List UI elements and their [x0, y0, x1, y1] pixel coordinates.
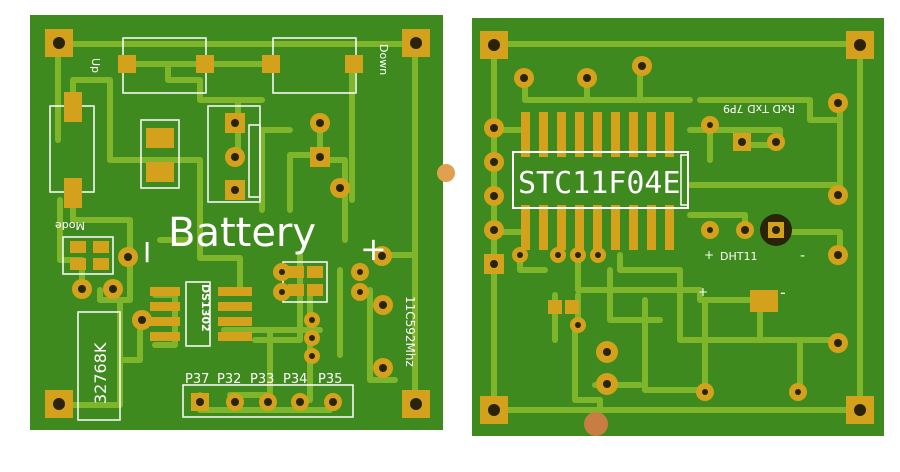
edge-marker: [437, 164, 455, 182]
right-board-substrate: [472, 18, 884, 436]
label-down: Down: [377, 44, 390, 75]
right-board: STC11F04E RxD TxD 7P9 DHT11 + - + -: [472, 18, 884, 436]
label-dht11: DHT11: [720, 250, 757, 263]
label-minus-mark: -: [780, 283, 786, 302]
label-battery: Battery: [168, 210, 316, 256]
label-ds1302: DS1302: [199, 284, 212, 332]
header-pin-label: P35: [318, 372, 342, 387]
label-mcu: STC11F04E: [518, 166, 681, 201]
header-pin-label: P37: [185, 372, 209, 387]
label-plus-mark: +: [698, 285, 708, 299]
left-board: Up Down Mode Battery I + DS1302 32768K 1…: [30, 15, 443, 430]
label-uart-pins: RxD TxD 7P9: [723, 102, 795, 115]
mcu-pads: [521, 112, 778, 314]
label-battery-minus: I: [143, 236, 151, 269]
label-mode: Mode: [55, 219, 85, 232]
label-32768k: 32768K: [91, 342, 110, 404]
label-up: Up: [89, 58, 102, 73]
left-th-pads: [72, 113, 393, 411]
right-mounting-holes: [480, 31, 874, 424]
header-pin-label: P34: [283, 372, 307, 387]
left-smd-pads: [64, 55, 363, 341]
label-dht-plus: +: [704, 248, 714, 262]
header-pin-label: P32: [217, 372, 241, 387]
label-battery-plus: +: [360, 230, 387, 268]
header-pin-label: P33: [250, 372, 274, 387]
right-th-pads: [484, 56, 848, 401]
mcu-pin1-notch: [680, 154, 689, 206]
left-mounting-holes: [45, 29, 430, 418]
bottom-marker: [584, 412, 608, 436]
label-crystal-mhz: 11C592Mhz: [403, 296, 417, 367]
label-dht-minus: -: [800, 248, 805, 264]
